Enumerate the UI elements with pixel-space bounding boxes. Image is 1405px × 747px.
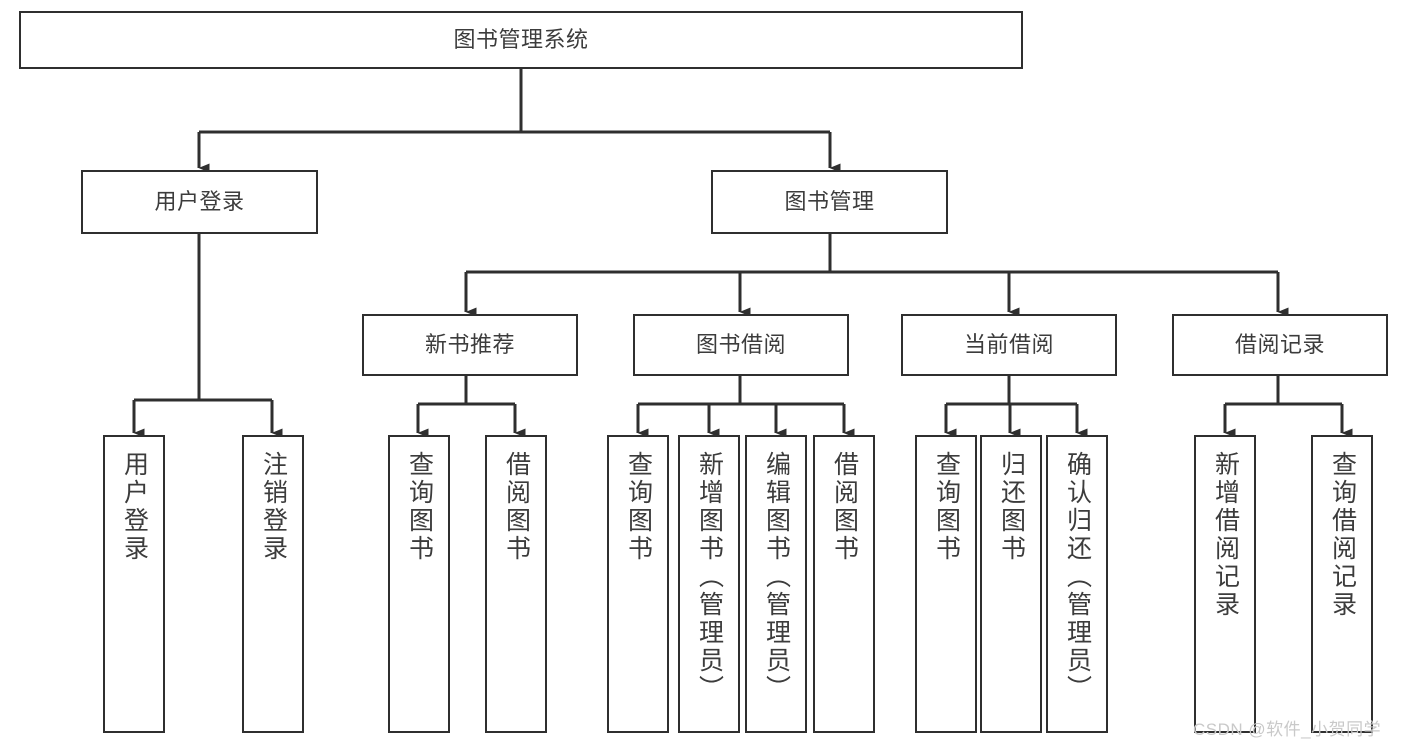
node-leaf-add-book-label: 新增图书（管理员） <box>695 451 724 703</box>
node-new-book-recommend[interactable]: 新书推荐 <box>362 314 578 376</box>
node-leaf-borrow-book-1[interactable]: 借阅图书 <box>485 435 547 733</box>
node-leaf-user-login-label: 用户登录 <box>120 451 149 563</box>
csdn-watermark: CSDN @软件_小贺同学 <box>1193 720 1382 739</box>
node-leaf-query-book-3[interactable]: 查询图书 <box>915 435 977 733</box>
node-user-login-label: 用户登录 <box>154 189 245 215</box>
node-book-manage-label: 图书管理 <box>784 189 875 215</box>
node-leaf-return-book[interactable]: 归还图书 <box>980 435 1042 733</box>
node-root[interactable]: 图书管理系统 <box>19 11 1023 69</box>
node-leaf-confirm-return-label: 确认归还（管理员） <box>1063 451 1092 703</box>
node-leaf-borrow-book-1-label: 借阅图书 <box>502 451 531 563</box>
node-leaf-query-record-label: 查询借阅记录 <box>1328 451 1357 619</box>
node-leaf-logout-login-label: 注销登录 <box>259 451 288 563</box>
node-leaf-user-login[interactable]: 用户登录 <box>103 435 165 733</box>
node-borrow-record-label: 借阅记录 <box>1234 332 1325 358</box>
node-borrow-record[interactable]: 借阅记录 <box>1172 314 1388 376</box>
node-leaf-borrow-book-2-label: 借阅图书 <box>830 451 859 563</box>
node-leaf-borrow-book-2[interactable]: 借阅图书 <box>813 435 875 733</box>
node-root-label: 图书管理系统 <box>453 27 589 53</box>
node-leaf-add-record-label: 新增借阅记录 <box>1211 451 1240 619</box>
node-leaf-query-book-1-label: 查询图书 <box>405 451 434 563</box>
node-current-borrow[interactable]: 当前借阅 <box>901 314 1117 376</box>
node-leaf-logout-login[interactable]: 注销登录 <box>242 435 304 733</box>
node-leaf-confirm-return[interactable]: 确认归还（管理员） <box>1046 435 1108 733</box>
node-leaf-edit-book[interactable]: 编辑图书（管理员） <box>745 435 807 733</box>
node-leaf-add-book[interactable]: 新增图书（管理员） <box>678 435 740 733</box>
node-leaf-query-book-2-label: 查询图书 <box>624 451 653 563</box>
node-new-book-recommend-label: 新书推荐 <box>424 332 515 358</box>
node-leaf-query-book-1[interactable]: 查询图书 <box>388 435 450 733</box>
node-book-borrow-label: 图书借阅 <box>695 332 786 358</box>
node-leaf-return-book-label: 归还图书 <box>997 451 1026 563</box>
node-current-borrow-label: 当前借阅 <box>963 332 1054 358</box>
node-leaf-query-book-2[interactable]: 查询图书 <box>607 435 669 733</box>
node-leaf-edit-book-label: 编辑图书（管理员） <box>762 451 791 703</box>
node-book-manage[interactable]: 图书管理 <box>711 170 948 234</box>
node-leaf-query-record[interactable]: 查询借阅记录 <box>1311 435 1373 733</box>
node-book-borrow[interactable]: 图书借阅 <box>633 314 849 376</box>
node-user-login[interactable]: 用户登录 <box>81 170 318 234</box>
node-leaf-query-book-3-label: 查询图书 <box>932 451 961 563</box>
node-leaf-add-record[interactable]: 新增借阅记录 <box>1194 435 1256 733</box>
